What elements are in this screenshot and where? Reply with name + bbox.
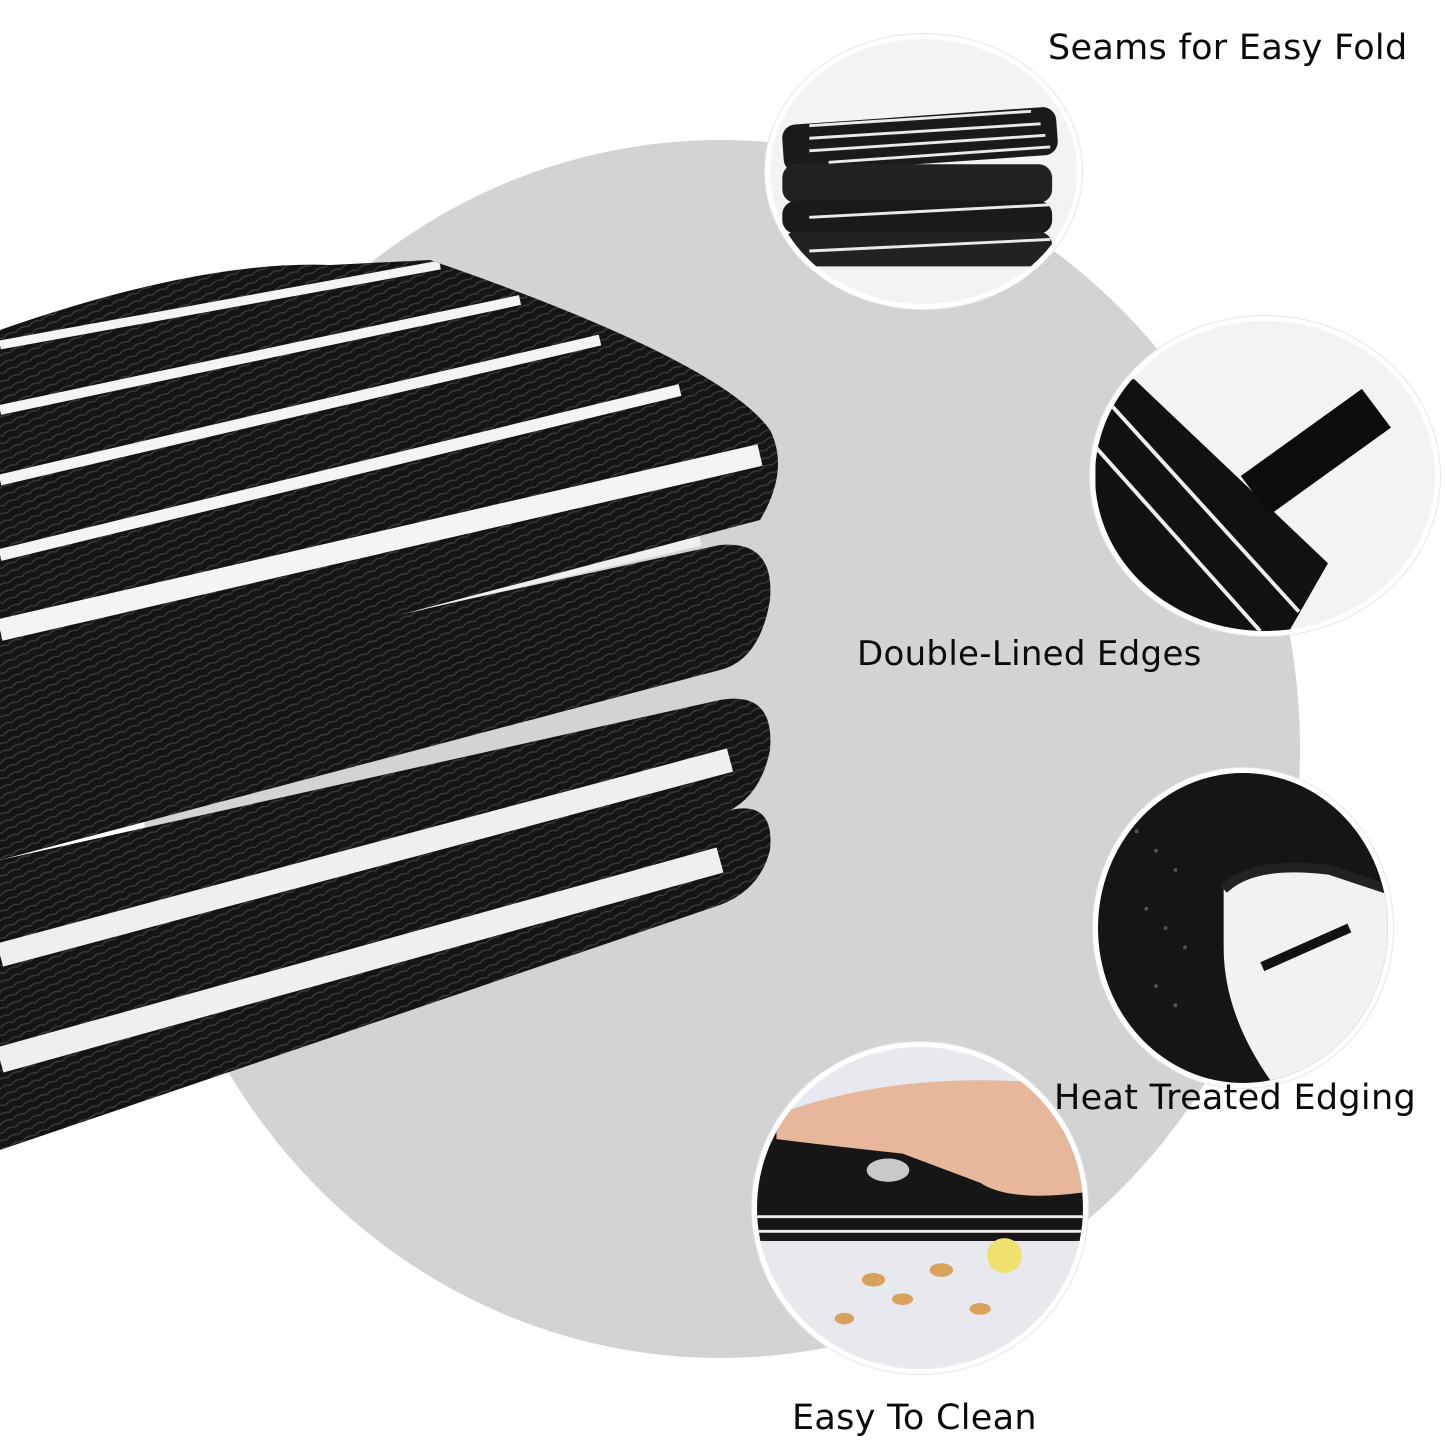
caption-clean: Easy To Clean xyxy=(792,1398,1037,1438)
feature-image-seams xyxy=(765,34,1082,309)
mat-edge-curl-icon xyxy=(1134,829,1388,1083)
mat-corner-strap-icon xyxy=(1095,379,1391,631)
feature-image-edges xyxy=(1090,316,1440,636)
folded-mat-stack-icon xyxy=(782,107,1058,267)
caption-heat: Heat Treated Edging xyxy=(1054,1078,1416,1118)
caption-seams: Seams for Easy Fold xyxy=(1048,28,1408,68)
background-circle xyxy=(140,140,1300,1358)
feature-image-heat xyxy=(1093,768,1393,1088)
hand-on-mat-icon xyxy=(757,1080,1083,1325)
caption-edges: Double-Lined Edges xyxy=(857,634,1202,674)
feature-image-clean xyxy=(752,1042,1088,1374)
